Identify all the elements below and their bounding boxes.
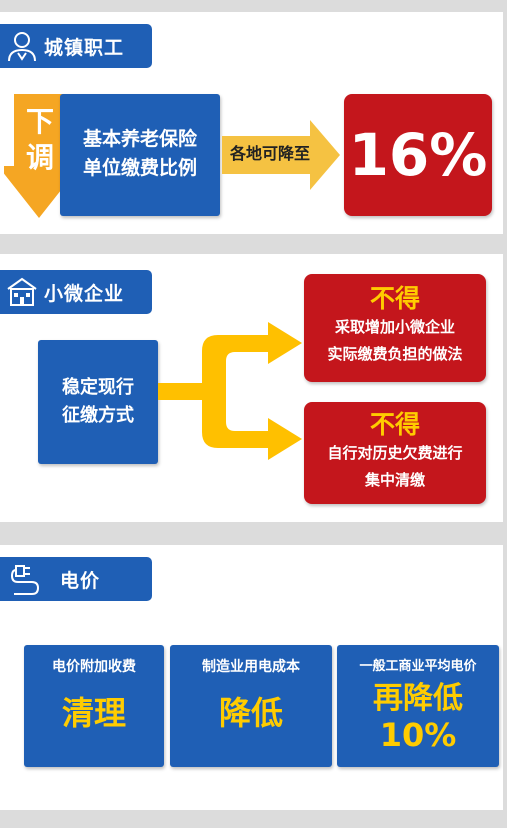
connector-text: 各地可降至: [229, 144, 310, 163]
forbid-box-top: 不得 采取增加小微企业 实际缴费负担的做法: [304, 274, 486, 382]
fork-arrow-icon: [158, 322, 302, 460]
section-header-electricity: 电价: [0, 557, 152, 601]
forbid-box-bottom: 不得 自行对历史欠费进行 集中清缴: [304, 402, 486, 504]
forbid-line-2: 集中清缴: [364, 471, 425, 489]
forbid-heading: 不得: [369, 410, 420, 439]
forbid-line-1: 采取增加小微企业: [334, 318, 455, 336]
stable-line-1: 稳定现行: [62, 377, 134, 398]
card-label: 一般工商业平均电价: [359, 659, 477, 674]
price-card-1: 电价附加收费 清理: [24, 645, 164, 767]
card-label: 制造业用电成本: [202, 659, 300, 675]
section-header-small-micro: 小微企业: [0, 270, 152, 314]
pension-line-2: 单位缴费比例: [82, 157, 197, 179]
card-value: 再降低: [373, 681, 463, 716]
section-title: 城镇职工: [44, 36, 125, 59]
right-arrow-icon: [222, 120, 340, 190]
worker-icon: [0, 24, 44, 68]
card-value-2: 10%: [379, 716, 457, 754]
section-small-micro: 小微企业 稳定现行 征缴方式 不得 采取增加小微企业 实际缴费负担的做法 不得 …: [0, 254, 503, 522]
plug-icon: [0, 557, 60, 601]
card-label: 电价附加收费: [52, 659, 136, 675]
arrow-text-adjust: 调: [25, 141, 54, 174]
building-icon: [0, 270, 44, 314]
forbid-heading: 不得: [369, 284, 420, 313]
price-card-3: 一般工商业平均电价 再降低 10%: [337, 645, 499, 767]
section-title: 电价: [60, 569, 101, 592]
result-rate: 16%: [344, 94, 492, 216]
section-electricity: 电价 电价附加收费 清理 制造业用电成本 降低 一般工商业平均电价 再降低 10…: [0, 545, 503, 810]
pension-ratio-box: 基本养老保险 单位缴费比例: [60, 94, 220, 216]
stable-line-2: 征缴方式: [62, 405, 134, 426]
section-urban-workers: 城镇职工 下 调 基本养老保险 单位缴费比例 各地可降至 16%: [0, 12, 503, 234]
arrow-text-down: 下: [25, 105, 54, 138]
section-header-urban-workers: 城镇职工: [0, 24, 152, 68]
pension-line-1: 基本养老保险: [82, 128, 197, 150]
card-value: 降低: [218, 694, 283, 732]
forbid-line-1: 自行对历史欠费进行: [327, 444, 463, 462]
stable-collection-box: 稳定现行 征缴方式: [38, 340, 158, 464]
section-title: 小微企业: [44, 282, 125, 305]
price-card-2: 制造业用电成本 降低: [170, 645, 332, 767]
card-value: 清理: [61, 694, 126, 732]
forbid-line-2: 实际缴费负担的做法: [327, 345, 463, 363]
